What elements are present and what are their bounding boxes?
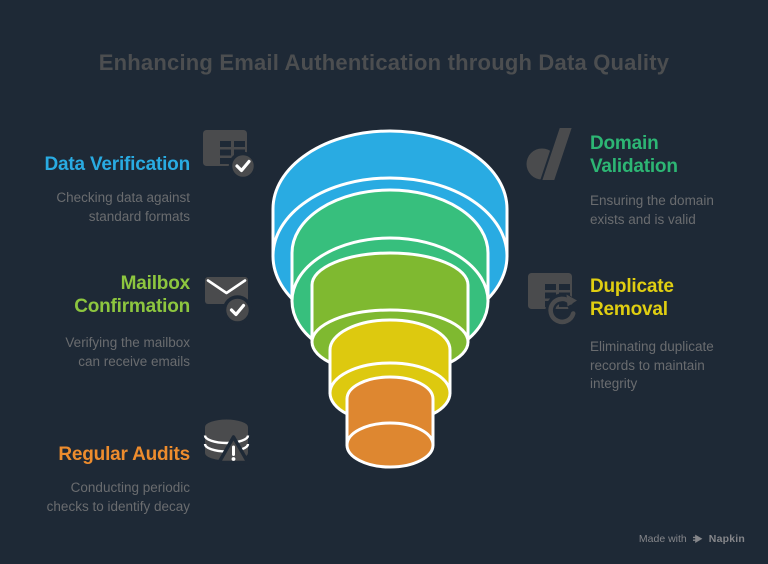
table-refresh-icon bbox=[526, 271, 584, 327]
envelope-check-icon bbox=[204, 274, 256, 326]
description-regular-audits: Conducting periodic checks to identify d… bbox=[46, 480, 190, 514]
footer-credit: Made with Napkin bbox=[639, 533, 745, 545]
heading-duplicate-removal: Duplicate Removal bbox=[590, 276, 674, 320]
funnel-layer-1-rim bbox=[271, 176, 509, 258]
funnel-layer-2-rim bbox=[290, 236, 490, 303]
napkin-brand-label: Napkin bbox=[708, 533, 745, 545]
funnel-layer-3-rim bbox=[310, 308, 470, 344]
description-domain-validation: Ensuring the domain exists and is valid bbox=[590, 193, 714, 227]
funnel-layer-4-rim bbox=[328, 361, 452, 395]
made-with-label: Made with bbox=[638, 533, 687, 545]
heading-regular-audits: Regular Audits bbox=[58, 444, 190, 465]
napkin-logo-icon bbox=[692, 533, 704, 545]
heading-mailbox-confirmation: Mailbox Confirmation bbox=[74, 273, 190, 317]
description-mailbox-confirmation: Verifying the mailbox can receive emails bbox=[65, 335, 190, 369]
database-alert-icon bbox=[203, 416, 255, 470]
heading-domain-validation: Domain Validation bbox=[590, 133, 678, 177]
description-data-verification: Checking data against standard formats bbox=[56, 190, 190, 224]
table-check-icon bbox=[201, 128, 259, 181]
domain-d-icon bbox=[526, 126, 578, 182]
page-title: Enhancing Email Authentication through D… bbox=[98, 50, 670, 75]
heading-data-verification: Data Verification bbox=[44, 154, 191, 175]
funnel-layer-5-rim bbox=[345, 421, 435, 447]
description-duplicate-removal: Eliminating duplicate records to maintai… bbox=[590, 339, 714, 391]
